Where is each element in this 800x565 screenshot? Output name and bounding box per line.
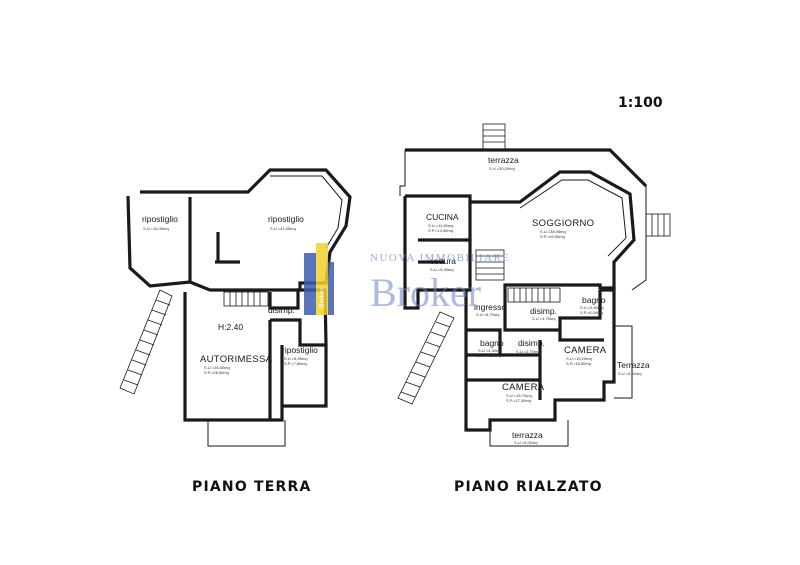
raised-room-bagno-2-area: S.U.=4,30mq	[478, 348, 501, 353]
raised-room-soggiorno-area: S.U.=38,05mq	[540, 229, 566, 234]
raised-terrace-bottom	[489, 420, 569, 447]
ground-entrance-ramp	[207, 420, 286, 447]
raised-room-camera-2-area2: S.P.=17,30mq	[506, 398, 531, 403]
raised-room-camera-2-name: CAMERA	[502, 382, 545, 393]
raised-room-camera-1-name: CAMERA	[564, 345, 607, 356]
ground-room-ripostiglio-3-area2: S.P.=7,80mq	[284, 361, 307, 366]
raised-terrace-top-wall	[405, 148, 648, 188]
raised-room-camera-1-area: S.U.=15,20mq	[566, 356, 592, 361]
raised-room-disimp-1-name: disimp.	[530, 306, 557, 316]
raised-room-cucina-name: CUCINA	[426, 212, 459, 222]
raised-room-terrazza-top-area: S.U.=30,00mq	[489, 166, 515, 171]
ground-bay-window	[270, 175, 343, 249]
ground-room-autorimessa-name: AUTORIMESSA	[200, 354, 273, 365]
raised-room-soggiorno-area2: S.P.=40,55mq	[540, 234, 565, 239]
raised-room-camera-2-area: S.U.=15,70mq	[506, 393, 532, 398]
raised-stairs-top	[482, 123, 506, 151]
raised-room-terrazza-bottom-area: S.U.=5,00mq	[514, 440, 537, 445]
ground-room-ripostiglio-3-name: ripostiglio	[282, 345, 318, 355]
ground-partition-wall	[188, 197, 240, 282]
ground-room-ripostiglio-3-area: S.U.=5,95mq	[284, 356, 307, 361]
scale-label: 1:100	[618, 95, 663, 111]
raised-room-soggiorno-name: SOGGIORNO	[532, 218, 594, 229]
raised-room-terrazza-top-name: terrazza	[488, 155, 519, 165]
raised-room-bagno-2-name: bagno	[480, 338, 504, 348]
raised-stairs-left	[397, 311, 455, 405]
raised-room-bagno-1-name: bagno	[582, 295, 606, 305]
ground-storage-partition	[268, 318, 326, 420]
ground-room-ripostiglio-2-name: ripostiglio	[268, 214, 304, 224]
raised-floor-title: PIANO RIALZATO	[454, 479, 603, 495]
raised-room-terrazza-right-name: Terrazza	[617, 360, 650, 370]
watermark: Broker NUOVA IMMOBILIARE Broker	[304, 243, 511, 315]
raised-room-disimp-1-area: S.U.=4,75mq	[532, 316, 555, 321]
raised-room-terrazza-bottom-name: terrazza	[512, 430, 543, 440]
ground-room-autorimessa-area: S.U.=26,50mq	[204, 365, 230, 370]
raised-room-cucina-area2: S.P.=13,90mq	[428, 228, 453, 233]
ground-room-disimp-name: disimp.	[268, 305, 295, 315]
raised-room-disimp-2-name: disimp.	[518, 338, 545, 348]
ground-external-stairs	[119, 289, 173, 395]
raised-main-wall	[403, 170, 636, 310]
ground-room-ripostiglio-1-name: ripostiglio	[142, 214, 178, 224]
ground-internal-stairs	[223, 291, 269, 307]
ground-room-ripostiglio-2-area: S.U.=41,05mq	[270, 226, 296, 231]
raised-stairs-right	[645, 213, 671, 237]
watermark-logo: Broker	[304, 243, 334, 315]
watermark-small-text: NUOVA IMMOBILIARE	[370, 252, 511, 264]
raised-room-ingresso-area: S.U.=8,70mq	[476, 312, 499, 317]
ground-room-autorimessa-area2: S.P.=28,60mq	[204, 370, 229, 375]
ground-room-ripostiglio-1-area: S.U.=16,45mq	[143, 226, 169, 231]
raised-room-bagno-2-area2: S.P.=4,90mq	[478, 353, 501, 358]
raised-floor-plan: terrazza S.U.=30,00mq CUCINA S.U.=11,80m…	[397, 123, 671, 447]
raised-bay-window	[519, 179, 627, 257]
raised-kitchen-partition	[418, 202, 472, 264]
raised-room-cucina-area: S.U.=11,80mq	[428, 223, 453, 228]
raised-room-cottura-name: cottura	[430, 256, 456, 266]
ground-floor-plan: ripostiglio S.U.=16,45mq ripostiglio S.U…	[119, 168, 352, 447]
watermark-logo-text: Broker	[319, 287, 326, 308]
watermark-big-text: Broker	[370, 270, 481, 315]
raised-room-bagno-1-area: S.U.=5,60mq	[580, 305, 603, 310]
raised-terrace-right	[614, 325, 633, 399]
raised-room-cottura-area: S.U.=5,45mq	[430, 267, 453, 272]
ground-height-label: H:2.40	[218, 322, 243, 332]
raised-lower-wall	[464, 288, 616, 432]
raised-room-ingresso-name: ingresso	[474, 302, 506, 312]
raised-internal-stairs	[475, 249, 561, 303]
raised-room-terrazza-right-area: S.U.=5,00mq	[618, 371, 641, 376]
raised-room-disimp-2-area: S.U.=2,70mq	[516, 349, 539, 354]
raised-room-camera-1-area2: S.P.=16,50mq	[566, 361, 591, 366]
ground-floor-title: PIANO TERRA	[192, 479, 312, 495]
raised-room-bagno-1-area2: S.P.=6,00mq	[580, 310, 603, 315]
